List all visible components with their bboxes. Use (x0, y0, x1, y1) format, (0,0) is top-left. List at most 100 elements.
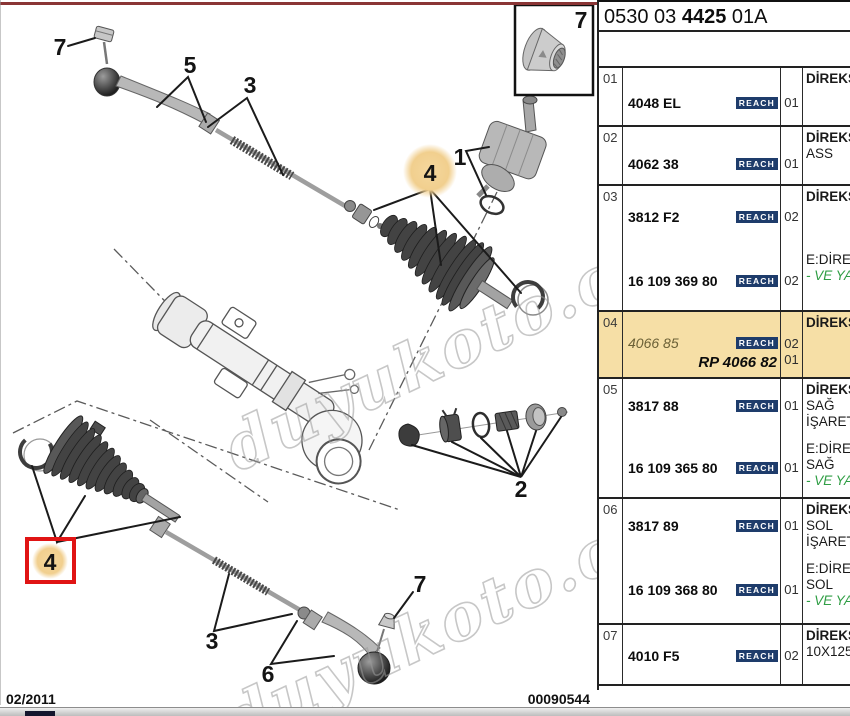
exploded-diagram: duyukoto.com duyukoto.com 7 5 3 (12, 3, 597, 707)
threaded-section-top (229, 136, 295, 180)
pinion-valve-assembly (476, 95, 547, 216)
reach-badge[interactable]: REACH (735, 461, 778, 475)
description-line: - VE YA (806, 473, 850, 488)
reach-badge[interactable]: REACH (735, 274, 778, 288)
o-ring (479, 194, 505, 216)
callout-highlight-top (403, 144, 457, 198)
steering-boot-top (380, 214, 514, 312)
reach-badge[interactable]: REACH (735, 583, 778, 597)
item-number: 01 (603, 71, 618, 86)
description-line: ASS (806, 146, 834, 161)
quantity: 01 (784, 352, 799, 367)
item-number: 05 (603, 382, 618, 397)
quantity: 01 (784, 156, 799, 171)
description-line: SAĞ (806, 457, 835, 472)
description-line: E:DİRE (806, 252, 850, 267)
reach-badge[interactable]: REACH (735, 210, 778, 224)
item-number: 03 (603, 189, 618, 204)
callout-4-bottom[interactable]: 4 (44, 549, 57, 575)
inset-detail-box: 7 (513, 3, 595, 97)
item-number: 04 (603, 315, 618, 330)
quantity: 01 (784, 582, 799, 597)
code-bold: 4425 (681, 6, 727, 28)
part-number[interactable]: 3812 F2 (628, 209, 680, 225)
callout-highlight-bottom (32, 543, 68, 579)
callout-7-top[interactable]: 7 (54, 34, 67, 60)
table-row-06[interactable]: 06 3817 89 REACH 16 109 368 80 REACH 01 … (599, 499, 850, 625)
description-line: - VE YA (806, 268, 850, 283)
replacement-part-number[interactable]: RP 4066 82 (698, 354, 777, 371)
description-line: SOL (806, 518, 834, 533)
part-number[interactable]: 4010 F5 (628, 648, 680, 664)
left-edge-line (0, 0, 1, 705)
top-accent-line (0, 2, 597, 5)
part-number[interactable]: 16 109 368 80 (628, 582, 718, 598)
part-number[interactable]: 3817 89 (628, 518, 679, 534)
description-line: SOL (806, 577, 834, 592)
reach-badge[interactable]: REACH (735, 649, 778, 663)
nut-detail (522, 27, 566, 72)
circlip-top (511, 280, 549, 316)
bottom-scrollbar[interactable] (0, 707, 850, 716)
item-number: 02 (603, 130, 618, 145)
callout-3-top[interactable]: 3 (244, 72, 257, 98)
quantity: 01 (784, 398, 799, 413)
item-number: 07 (603, 628, 618, 643)
description-line: İŞARET (806, 414, 850, 429)
inset-callout-7: 7 (575, 7, 588, 33)
part-number[interactable]: 4062 38 (628, 156, 679, 172)
part-number[interactable]: 16 109 365 80 (628, 460, 718, 476)
table-row-05[interactable]: 05 3817 88 REACH 16 109 365 80 REACH 01 … (599, 379, 850, 499)
callout-1[interactable]: 1 (454, 144, 467, 170)
quantity: 02 (784, 209, 799, 224)
code-prefix: 0530 03 (604, 6, 682, 28)
reach-badge[interactable]: REACH (735, 157, 778, 171)
document-number: 00090544 (527, 691, 590, 707)
part-number[interactable]: 4048 EL (628, 95, 681, 111)
quantity: 02 (784, 336, 799, 351)
parts-table: 0530 03 4425 01A 01 4048 EL REACH 01 DİR… (597, 0, 850, 690)
callout-7-bottom[interactable]: 7 (414, 571, 427, 597)
part-number[interactable]: 16 109 369 80 (628, 273, 718, 289)
callout-3-bottom[interactable]: 3 (206, 628, 219, 654)
item-number: 06 (603, 502, 618, 517)
catalog-date: 02/2011 (6, 691, 56, 707)
description-line: İŞARET (806, 534, 850, 549)
part-number[interactable]: 3817 88 (628, 398, 679, 414)
rack-internal-parts (398, 403, 569, 447)
quantity: 02 (784, 273, 799, 288)
description-line: - VE YA (806, 593, 850, 608)
table-empty-strip (599, 32, 850, 68)
part-number[interactable]: 4066 85 (628, 335, 679, 351)
steering-rack-housing (152, 291, 363, 485)
callout-5[interactable]: 5 (184, 52, 197, 78)
code-suffix: 01A (726, 6, 768, 28)
reach-badge[interactable]: REACH (735, 96, 778, 110)
reach-badge[interactable]: REACH (735, 519, 778, 533)
quantity: 01 (784, 518, 799, 533)
description-line: E:DİRE (806, 561, 850, 576)
reach-badge[interactable]: REACH (735, 336, 778, 350)
reach-badge[interactable]: REACH (735, 399, 778, 413)
table-row-03[interactable]: 03 3812 F2 REACH 16 109 369 80 REACH 02 … (599, 186, 850, 312)
tie-rod-bottom (149, 515, 395, 685)
callout-2[interactable]: 2 (515, 476, 528, 502)
description-line: E:DİRE (806, 441, 850, 456)
tie-rod-end-top (93, 25, 383, 229)
catalog-code-header: 0530 03 4425 01A (599, 2, 850, 32)
callout-6[interactable]: 6 (262, 661, 275, 687)
description-line: SAĞ (806, 398, 835, 413)
callout-4-top[interactable]: 4 (424, 160, 437, 186)
scrollbar-thumb[interactable] (25, 711, 55, 716)
castle-nut-bottom (377, 612, 395, 630)
